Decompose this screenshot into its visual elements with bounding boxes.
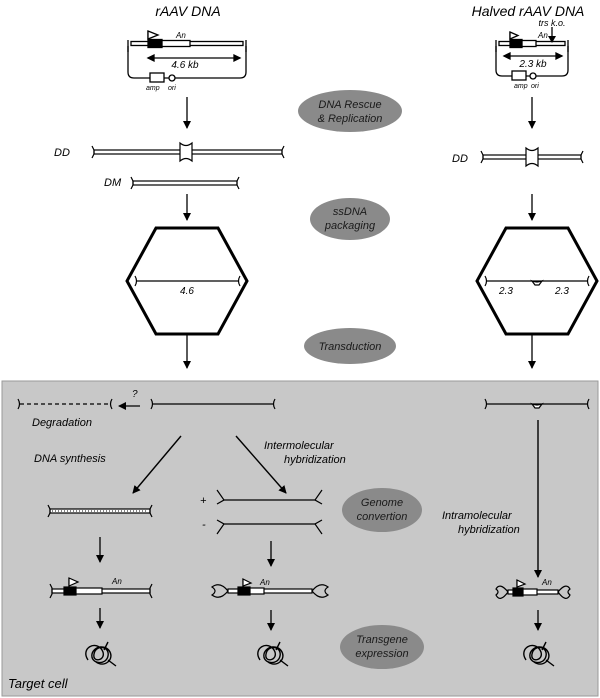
right-plasmid-amp: amp [514, 83, 528, 90]
cassette-middle [210, 578, 330, 598]
left-plasmid [127, 30, 247, 83]
dm-left-label: DM [104, 177, 122, 189]
protein-middle [257, 641, 289, 667]
cassette-middle-an: An [259, 578, 270, 587]
left-plasmid-an: An [175, 31, 186, 40]
inter-hyb-line2: hybridization [284, 454, 346, 466]
degraded-strand [17, 398, 113, 410]
capsid-left-genome [134, 275, 241, 287]
target-cell-label: Target cell [8, 676, 69, 691]
right-plasmid-trs: trs k.o. [538, 18, 565, 28]
capsid-right-label-b: 2.3 [554, 286, 569, 297]
left-plasmid-amp: amp [146, 85, 160, 92]
step-genome-pill [342, 488, 422, 532]
capsid-right-genome [484, 275, 590, 287]
minus-strand [216, 519, 323, 535]
capsid-right-label-a: 2.3 [498, 286, 513, 297]
inter-hyb-arrow [235, 435, 287, 494]
step-genome-line1: Genome [361, 497, 403, 509]
right-plasmid-ori: ori [531, 83, 539, 90]
capsid-left-label: 4.6 [180, 286, 194, 297]
right-plasmid [495, 27, 569, 81]
ds-synth-genome [47, 504, 153, 518]
step-package-pill [310, 198, 390, 240]
dna-synthesis-label: DNA synthesis [34, 453, 106, 465]
left-plasmid-ori: ori [168, 85, 176, 92]
synthesis-arrow [132, 435, 182, 494]
step-expression-pill [340, 625, 424, 669]
step-rescue-pill [298, 90, 402, 132]
step-genome-line2: convertion [357, 511, 408, 523]
ss-genome-right [484, 398, 590, 410]
target-cell-region [1, 380, 599, 697]
plus-sign: + [200, 495, 207, 507]
step-package-line2: packaging [324, 220, 376, 232]
dd-right-label: DD [452, 153, 468, 165]
minus-sign: - [202, 519, 206, 531]
intra-hyb-line2: hybridization [458, 524, 520, 536]
flow-arrows-cell [96, 537, 542, 631]
step-rescue-line1: DNA Rescue [318, 99, 381, 111]
step-expression-line2: expression [355, 648, 408, 660]
cassette-left-an: An [111, 577, 122, 586]
step-expression-line1: Transgene [356, 634, 408, 646]
right-plasmid-an: An [537, 31, 548, 40]
left-plasmid-size: 4.6 kb [171, 60, 199, 71]
ss-genome-left [150, 398, 276, 410]
left-title: rAAV DNA [155, 3, 220, 19]
dd-left [91, 141, 285, 163]
step-package-line1: ssDNA [333, 206, 367, 218]
intra-hyb-line1: Intramolecular [442, 510, 513, 522]
protein-right [523, 641, 555, 667]
trs-arrowhead [548, 36, 556, 43]
plus-strand [216, 489, 323, 505]
right-plasmid-size: 2.3 kb [518, 59, 547, 70]
protein-left [85, 641, 117, 667]
step-transduction-label: Transduction [319, 341, 382, 353]
cassette-right [495, 579, 571, 599]
dd-right [480, 146, 584, 168]
inter-hyb-line1: Intermolecular [264, 440, 335, 452]
degradation-question: ? [132, 389, 138, 400]
step-transduction-pill [304, 328, 396, 364]
dm-left [130, 176, 240, 190]
dd-left-label: DD [54, 147, 70, 159]
cassette-right-an: An [541, 578, 552, 587]
cassette-left [49, 577, 153, 599]
step-rescue-line2: & Replication [318, 113, 383, 125]
right-title: Halved rAAV DNA [472, 3, 585, 19]
degradation-label: Degradation [32, 417, 92, 429]
